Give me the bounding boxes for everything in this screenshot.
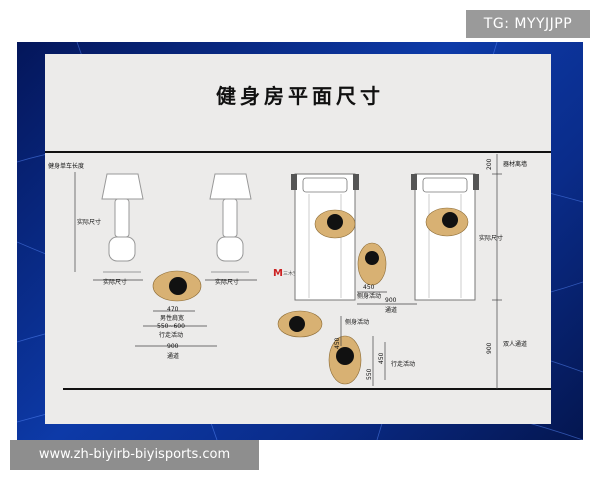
dim-550b: 550 (366, 368, 373, 380)
male-shoulder-label: 男性肩宽 (160, 314, 184, 322)
dim-200: 200 (486, 158, 493, 170)
treadmill-1 (291, 173, 359, 301)
walking-activity-label-2: 行走活动 (391, 360, 415, 368)
dim-450: 450 (363, 284, 375, 291)
exercise-bike-2 (209, 173, 252, 273)
dim-450b: 450 (334, 337, 341, 349)
walking-activity-label: 行走活动 (159, 331, 183, 339)
bike-length-label: 健身单车长度 (48, 162, 84, 170)
watermark-top: TG: MYYJJPP (466, 10, 590, 38)
dim-900c: 900 (486, 342, 493, 354)
dim-470: 470 (167, 306, 179, 313)
person-top-view-1 (152, 270, 202, 302)
floor-plan: 健身单车长度 实际尺寸 实际尺寸 实际尺寸 (45, 151, 551, 390)
side-activity-label-2: 侧身活动 (345, 318, 369, 326)
treadmill-2 (411, 173, 479, 301)
aisle-label: 通道 (167, 352, 179, 360)
bottom-person-dims (340, 316, 386, 386)
dim-450c: 450 (378, 352, 385, 364)
actual-size-label-right: 实际尺寸 (479, 234, 503, 242)
watermark-bottom: www.zh-biyirb-biyisports.com (10, 440, 259, 470)
diagram-title: 健身房平面尺寸 (216, 84, 384, 108)
person-top-view-2 (277, 310, 323, 338)
equipment-gap-label: 器材离墙 (503, 160, 527, 168)
person-on-treadmill-1 (314, 209, 356, 239)
person-beside-treadmill-1 (357, 242, 387, 286)
shoulder-width-dims (135, 310, 217, 347)
dim-900: 900 (167, 343, 179, 350)
dim-900b: 900 (385, 297, 397, 304)
drawing-panel: 健身单车长度 实际尺寸 实际尺寸 实际尺寸 (45, 54, 551, 424)
actual-size-label-left: 实际尺寸 (77, 218, 101, 226)
person-top-view-3 (328, 335, 362, 385)
logo-m-icon: M (273, 268, 283, 279)
person-on-treadmill-2 (425, 207, 469, 237)
treadmill-dims (357, 291, 417, 305)
right-vertical-dims (492, 154, 502, 389)
two-person-aisle-label: 双人通道 (503, 340, 527, 348)
aisle-label-2: 通道 (385, 306, 397, 314)
dim-550-600: 550~600 (157, 323, 185, 330)
actual-size-label-bike2: 实际尺寸 (215, 278, 239, 286)
actual-size-label-bike1: 实际尺寸 (103, 278, 127, 286)
exercise-bike-1 (101, 173, 144, 273)
side-activity-label: 侧身活动 (357, 292, 381, 300)
